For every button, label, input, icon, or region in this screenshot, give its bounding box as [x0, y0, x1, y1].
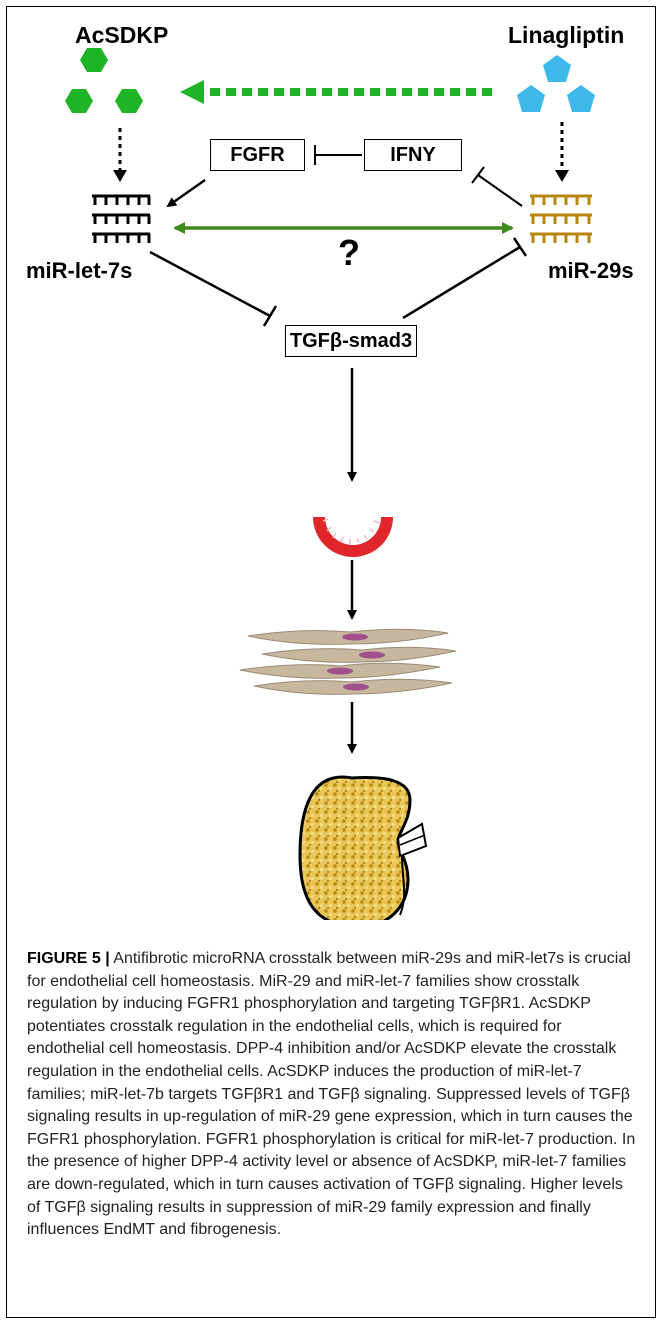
- kidney-icon: [300, 777, 426, 920]
- inhibit-tgfb-mir29: [403, 247, 520, 318]
- inhibit-bar-mir29: [514, 238, 526, 256]
- crosstalk-question-mark: ?: [338, 232, 360, 274]
- ifny-box: IFNY: [364, 139, 462, 171]
- dotted-arrowhead-linagliptin: [555, 170, 569, 182]
- linagliptin-label: Linagliptin: [508, 22, 624, 49]
- inhibit-mir29-ifny: [478, 175, 522, 206]
- dotted-arrowhead-acsdkp: [113, 170, 127, 182]
- mir-29-comb-icon: [530, 196, 592, 243]
- mir-29s-label: miR-29s: [548, 258, 634, 284]
- pentagon-cluster-icon: [517, 55, 595, 112]
- figure-label: FIGURE 5 |: [27, 950, 110, 967]
- dashed-arrowhead: [180, 80, 204, 104]
- diagram-svg: [0, 0, 663, 920]
- hexagon-cluster-icon: [65, 48, 143, 113]
- mir-let7s-label: miR-let-7s: [26, 258, 132, 284]
- fgfr-box: FGFR: [210, 139, 305, 171]
- caption-text: Antifibrotic microRNA crosstalk between …: [27, 950, 635, 1238]
- figure-caption: FIGURE 5 | Antifibrotic microRNA crossta…: [27, 948, 637, 1242]
- tgfb-smad3-box: TGFβ-smad3: [285, 325, 417, 357]
- mir-let7-comb-icon: [92, 196, 150, 243]
- pathway-diagram: AcSDKP Linagliptin FGFR IFNY miR-let-7s …: [0, 0, 663, 920]
- receptor-icon: [313, 517, 393, 557]
- inhibit-bar-ifny: [472, 167, 484, 183]
- fibroblast-cells-icon: [240, 629, 456, 694]
- inhibit-bar-tgfb: [264, 306, 276, 326]
- inhibit-mirlet7-tgfb: [150, 252, 270, 316]
- arrow-fgfr-to-mirlet7: [168, 180, 205, 206]
- acsdkp-label: AcSDKP: [75, 22, 168, 49]
